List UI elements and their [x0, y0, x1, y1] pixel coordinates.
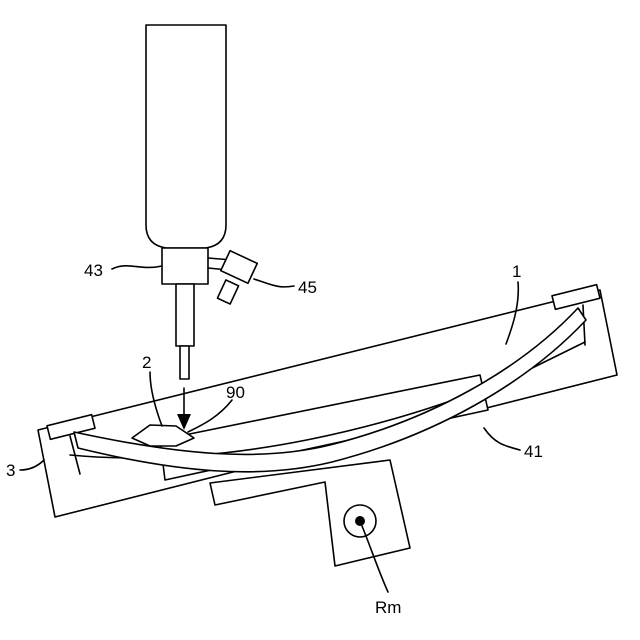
dispenser-body — [146, 25, 226, 248]
support-stem — [210, 460, 410, 566]
label-rotation-axis: Rm — [375, 598, 401, 617]
leader-3 — [20, 460, 44, 470]
nozzle-tip — [180, 346, 189, 379]
nozzle-tube — [176, 284, 194, 346]
leader-45 — [254, 279, 294, 287]
label-support-block: 41 — [524, 442, 543, 461]
label-side-fitting: 45 — [298, 278, 317, 297]
leader-43 — [112, 266, 162, 269]
label-bond-point: 90 — [226, 383, 245, 402]
nozzle-unit — [162, 248, 208, 284]
side-fitting-tip — [217, 280, 238, 304]
leader-41 — [484, 428, 520, 450]
label-nozzle-unit: 43 — [84, 261, 103, 280]
label-fixture-base: 3 — [6, 461, 15, 480]
label-dispensed-part: 2 — [142, 353, 151, 372]
label-flexible-member: 1 — [512, 262, 521, 281]
side-fitting — [221, 251, 257, 284]
